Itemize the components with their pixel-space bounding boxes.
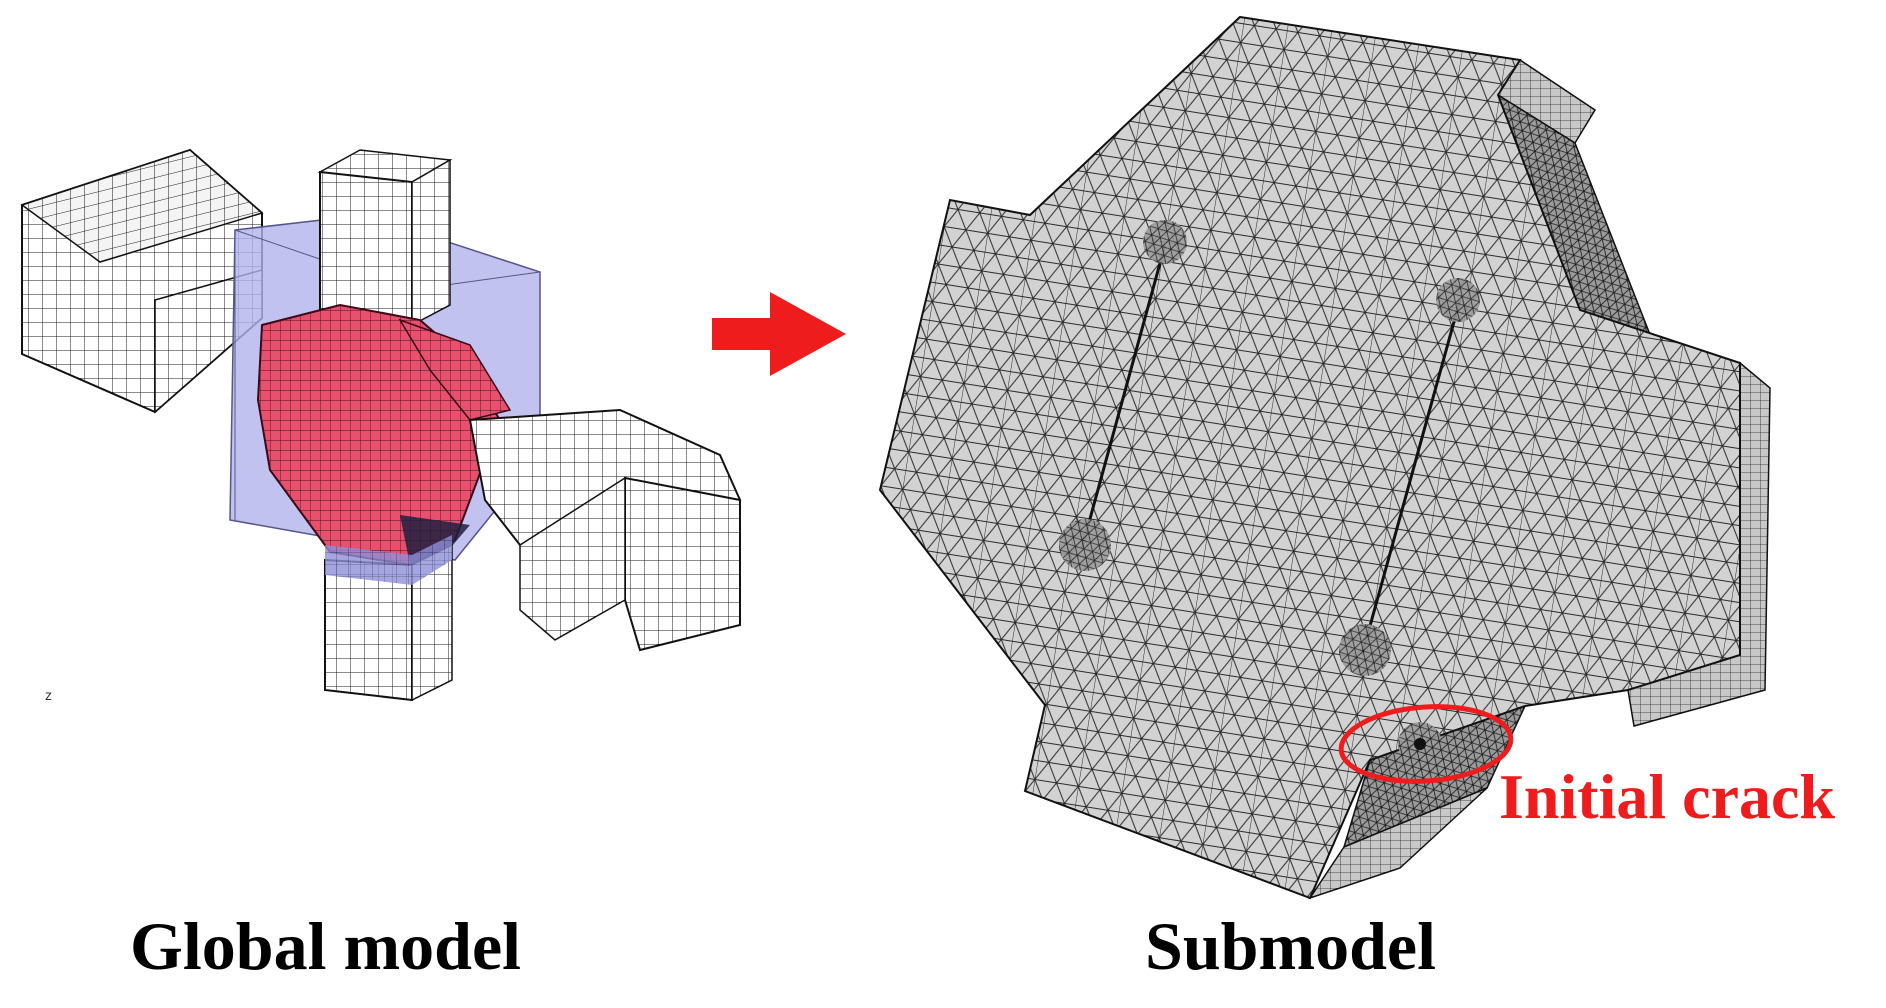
crack-highlight-ellipse: [1338, 704, 1514, 784]
left-arm-mesh: [20, 148, 264, 414]
crack-plane-right: [1339, 278, 1480, 676]
initial-crack-label: Initial crack: [1499, 761, 1835, 832]
submodel-side-face-bottom: [1308, 787, 1488, 900]
global-model-drawing: [20, 148, 742, 702]
submodel-drawing: [878, 15, 1771, 900]
global-model-caption: Global model: [130, 908, 522, 984]
right-arm-mesh: [468, 408, 742, 652]
submodel-front-face: [878, 15, 1741, 900]
vertical-column-top: [317, 149, 453, 327]
crack-plane-left: [1059, 220, 1187, 571]
crack-tip-mesh: [1398, 722, 1442, 766]
right-arrow-icon: [712, 292, 846, 376]
vertical-column-bottom: [324, 535, 453, 702]
submodel-caption: Submodel: [1145, 908, 1436, 984]
pink-joint-region: [256, 303, 512, 567]
axis-triad-label: z: [45, 687, 52, 703]
